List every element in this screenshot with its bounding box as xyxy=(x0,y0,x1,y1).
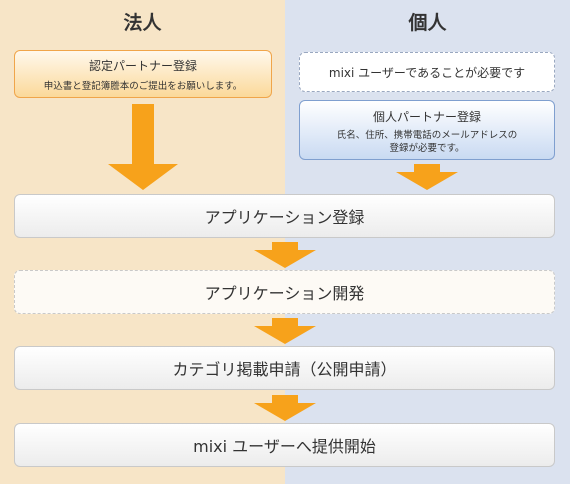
certified-partner-registration-box: 認定パートナー登録 申込書と登記簿謄本のご提出をお願いします。 xyxy=(14,50,272,98)
individual-partner-registration-box: 個人パートナー登録 氏名、住所、携帯電話のメールアドレスの 登録が必要です。 xyxy=(299,100,555,160)
individual-partner-note-line1: 氏名、住所、携帯電話のメールアドレスの xyxy=(336,130,518,141)
mixi-user-requirement-box: mixi ユーザーであることが必要です xyxy=(299,52,555,92)
step-category-listing-application: カテゴリ掲載申請（公開申請） xyxy=(14,346,555,390)
step-release-to-mixi-users: mixi ユーザーへ提供開始 xyxy=(14,423,555,467)
step-release-label: mixi ユーザーへ提供開始 xyxy=(193,437,376,456)
step-category-listing-label: カテゴリ掲載申請（公開申請） xyxy=(172,360,397,379)
step-app-development: アプリケーション開発 xyxy=(14,270,555,314)
individual-down-arrow-icon xyxy=(396,164,458,190)
corporate-column-title: 法人 xyxy=(123,12,162,34)
step-app-registration-label: アプリケーション登録 xyxy=(204,208,365,227)
certified-partner-title: 認定パートナー登録 xyxy=(88,59,197,73)
step-arrow-3-icon xyxy=(254,395,316,421)
step-app-registration: アプリケーション登録 xyxy=(14,194,555,238)
individual-column-title: 個人 xyxy=(408,12,447,34)
individual-partner-title: 個人パートナー登録 xyxy=(372,110,481,124)
certified-partner-note: 申込書と登記簿謄本のご提出をお願いします。 xyxy=(43,81,243,92)
mixi-user-requirement-text: mixi ユーザーであることが必要です xyxy=(328,65,526,80)
individual-partner-note: 氏名、住所、携帯電話のメールアドレスの 登録が必要です。 xyxy=(300,129,554,155)
individual-partner-note-line2: 登録が必要です。 xyxy=(389,143,465,154)
step-app-development-label: アプリケーション開発 xyxy=(204,284,365,303)
corporate-down-arrow-icon xyxy=(108,104,178,190)
step-arrow-1-icon xyxy=(254,242,316,268)
step-arrow-2-icon xyxy=(254,318,316,344)
